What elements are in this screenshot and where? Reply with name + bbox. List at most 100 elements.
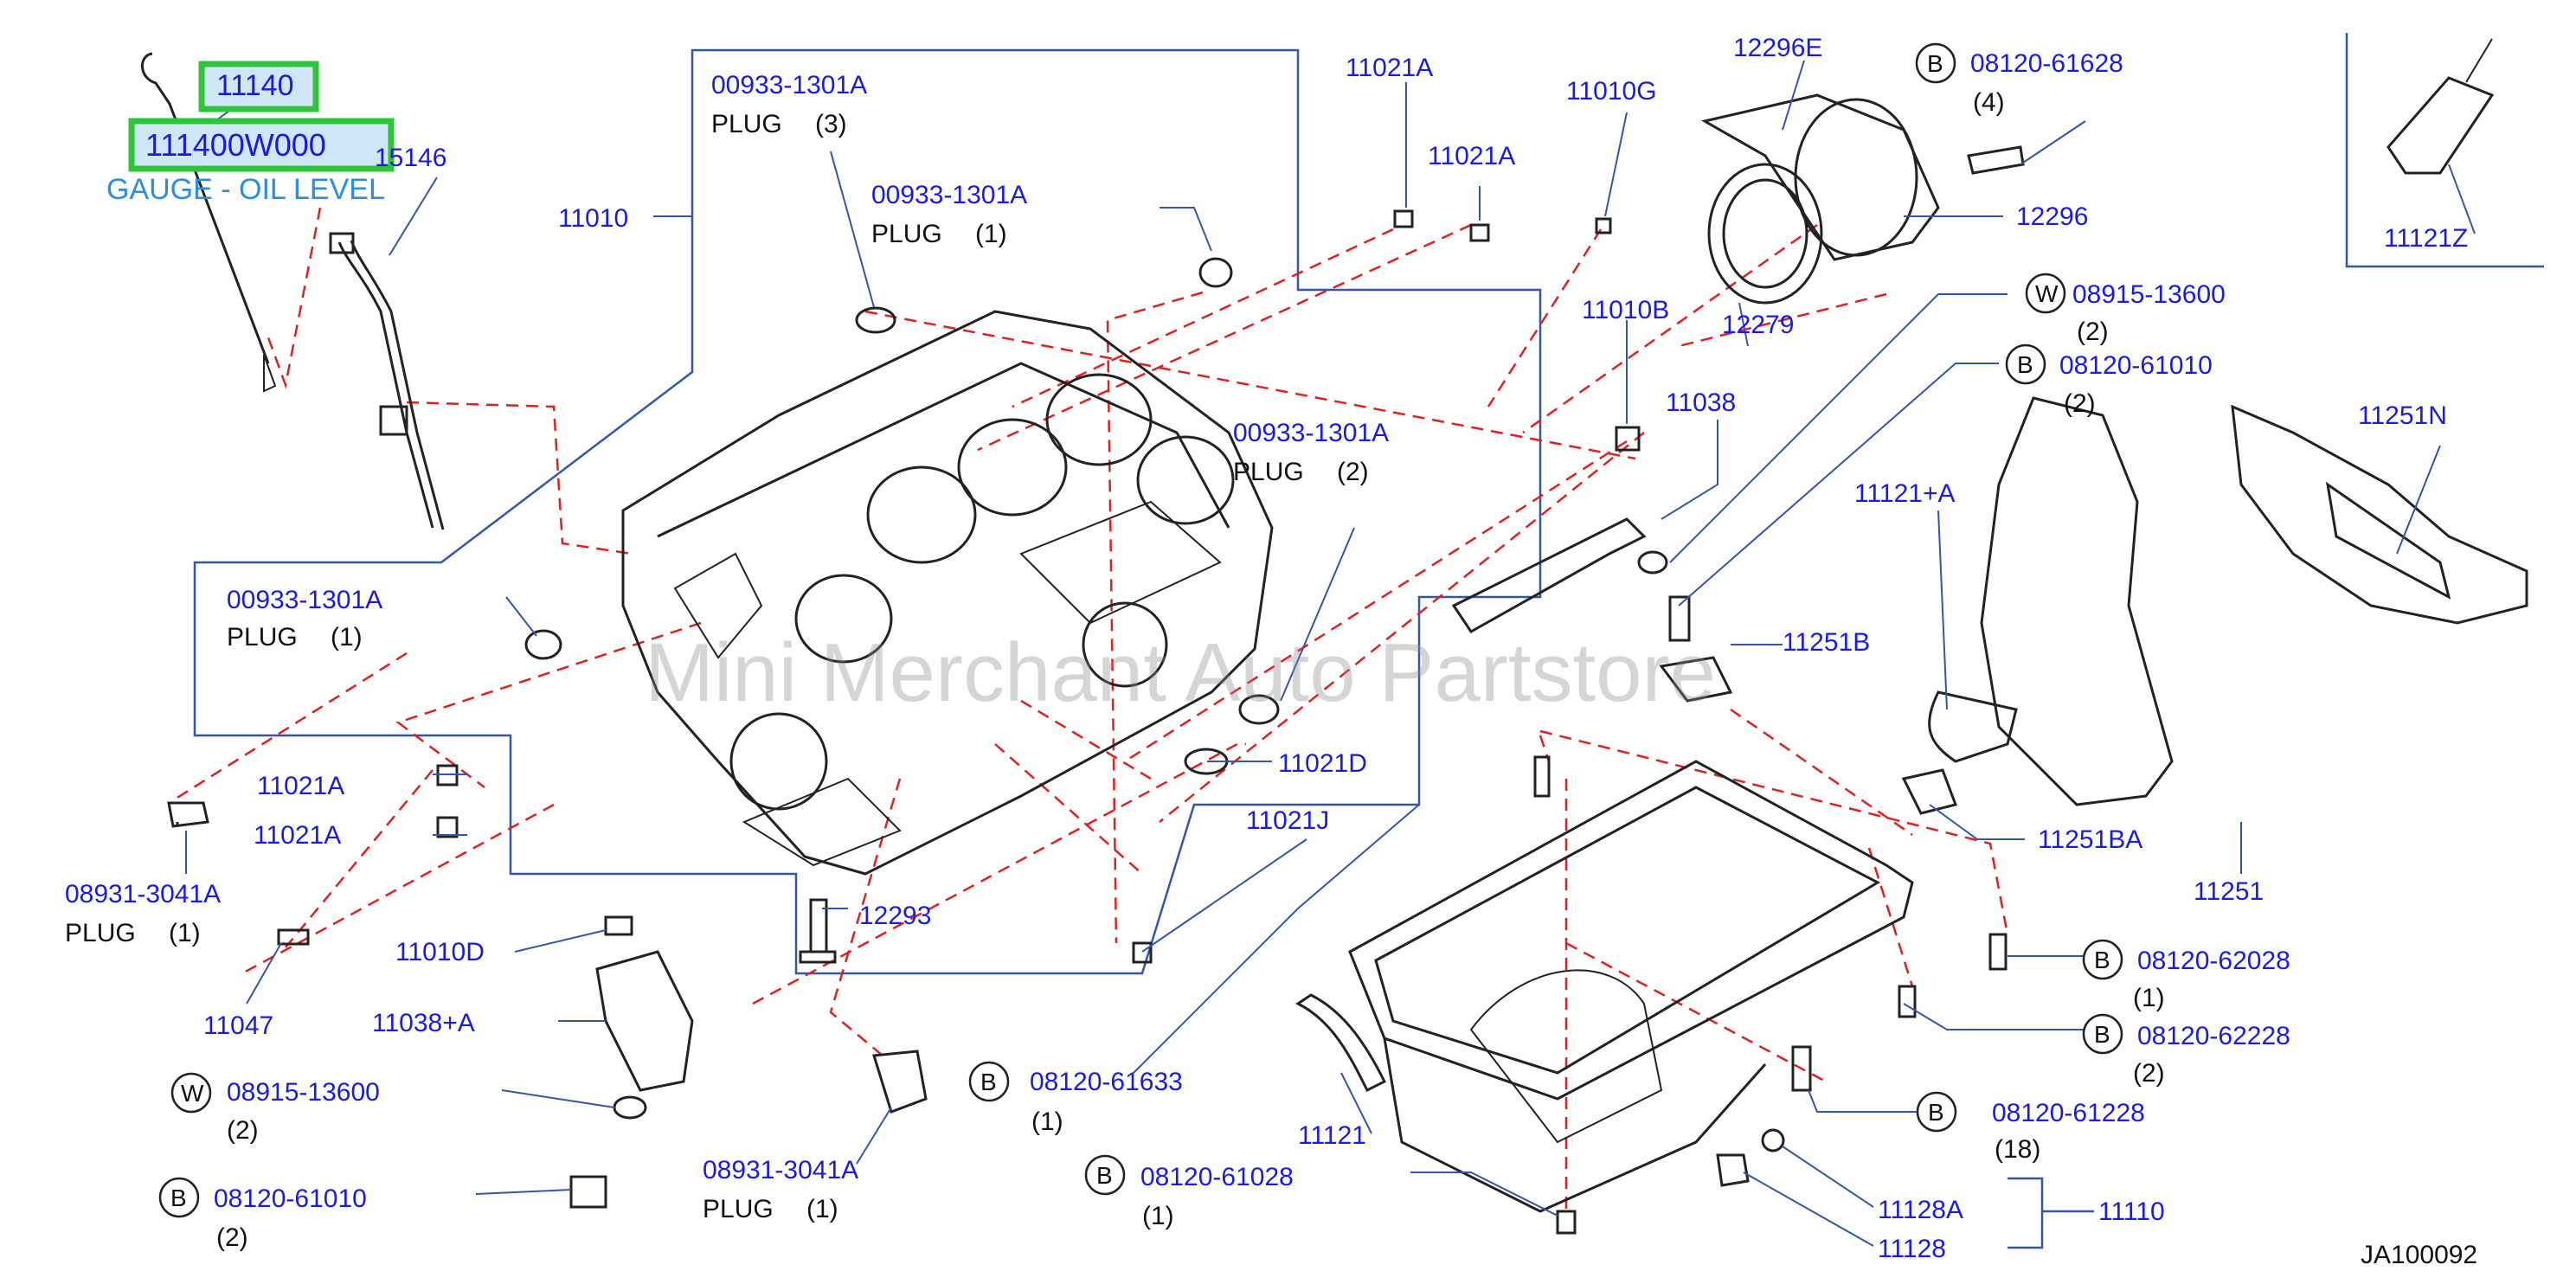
part-number-12293[interactable]: 12293 bbox=[859, 902, 931, 930]
plug-qty: (1) bbox=[975, 220, 1007, 248]
quantity-08915-bottom: (2) bbox=[227, 1116, 259, 1145]
part-number-12296e[interactable]: 12296E bbox=[1733, 34, 1822, 62]
part-number-11121[interactable]: 11121 bbox=[1298, 1121, 1366, 1150]
plug-label: PLUG bbox=[711, 110, 782, 138]
plug-qty: (1) bbox=[331, 623, 363, 652]
part-number-11010d[interactable]: 11010D bbox=[395, 938, 485, 966]
washer-letter: W bbox=[181, 1080, 204, 1107]
part-number-11251[interactable]: 11251 bbox=[2194, 877, 2264, 906]
part-number-08931-left[interactable]: 08931-3041A bbox=[65, 880, 221, 908]
quantity-61010-top: (2) bbox=[2064, 389, 2096, 418]
part-number-11047[interactable]: 11047 bbox=[203, 1011, 273, 1040]
part-number-11021d[interactable]: 11021D bbox=[1278, 749, 1367, 778]
quantity-62228: (2) bbox=[2133, 1059, 2165, 1088]
fastener-type-circles: B W B B B B B B W B bbox=[158, 42, 2123, 1218]
part-number-15146[interactable]: 15146 bbox=[375, 144, 446, 172]
part-number-11121-a[interactable]: 11121+A bbox=[1854, 479, 1956, 508]
bolt-circle-icon bbox=[2082, 939, 2123, 980]
plug-label: PLUG bbox=[871, 220, 942, 248]
part-number-12296[interactable]: 12296 bbox=[2016, 202, 2088, 231]
part-number-08120-61228[interactable]: 08120-61228 bbox=[1992, 1099, 2145, 1127]
part-number-08120-61628[interactable]: 08120-61628 bbox=[1970, 49, 2123, 78]
bolt-letter: B bbox=[2094, 947, 2110, 973]
plug-qty: (1) bbox=[806, 1195, 838, 1223]
part-number-08120-62028[interactable]: 08120-62028 bbox=[2137, 947, 2290, 975]
bolt-letter: B bbox=[170, 1184, 187, 1211]
oil-pan bbox=[1295, 760, 1914, 1213]
bolt-circle-icon bbox=[1916, 1091, 1957, 1133]
part-number-11121z[interactable]: 11121Z bbox=[2384, 224, 2468, 253]
part-number-11010[interactable]: 11010 bbox=[558, 204, 628, 233]
part-number-08120-61010-bottom[interactable]: 08120-61010 bbox=[214, 1184, 367, 1213]
seals-and-covers bbox=[1700, 93, 2528, 806]
bolt-circle-icon bbox=[1915, 42, 1956, 84]
bracket-11110 bbox=[2007, 1177, 2044, 1249]
washer-circle-icon bbox=[2025, 273, 2066, 314]
part-number-11140[interactable]: 11140 bbox=[216, 69, 294, 102]
bolt-letter: B bbox=[980, 1069, 997, 1095]
bolt-letter: B bbox=[1928, 1099, 1944, 1126]
bolt-letter: B bbox=[1927, 50, 1943, 77]
bolt-circle-icon bbox=[2005, 343, 2046, 385]
plug-label: PLUG bbox=[227, 623, 298, 652]
part-number-11128[interactable]: 11128 bbox=[1878, 1235, 1946, 1263]
quantity-08915-top: (2) bbox=[2077, 318, 2109, 346]
part-number-00933-left[interactable]: 00933-1301A bbox=[227, 586, 382, 614]
bolts bbox=[167, 145, 2025, 1235]
part-number-12279[interactable]: 12279 bbox=[1722, 311, 1794, 339]
leader-lines bbox=[185, 60, 2476, 1247]
quantity-61628: (4) bbox=[1973, 88, 2005, 117]
quantity-61010-bottom: (2) bbox=[216, 1223, 248, 1252]
part-number-11038[interactable]: 11038 bbox=[1666, 388, 1736, 417]
part-number-08915-bottom[interactable]: 08915-13600 bbox=[227, 1078, 380, 1107]
oil-level-gauge bbox=[141, 52, 445, 530]
part-number-08120-62228[interactable]: 08120-62228 bbox=[2137, 1022, 2290, 1050]
part-number-00933-top[interactable]: 00933-1301A bbox=[711, 71, 867, 100]
frame-11121Z bbox=[2345, 33, 2544, 268]
plug-qty: (1) bbox=[169, 919, 201, 947]
plug-label: PLUG bbox=[703, 1195, 774, 1223]
part-number-08120-61010-top[interactable]: 08120-61010 bbox=[2059, 351, 2213, 380]
bolt-letter: B bbox=[2094, 1021, 2110, 1048]
bolt-circle-icon bbox=[2082, 1013, 2123, 1055]
plug-qty: (2) bbox=[1337, 458, 1369, 486]
cylinder-block bbox=[621, 310, 1274, 876]
part-number-11251ba[interactable]: 11251BA bbox=[2038, 825, 2142, 854]
part-number-11251b[interactable]: 11251B bbox=[1783, 628, 1870, 657]
callout-labels: 11140 111400W000 GAUGE - OIL LEVEL 15146… bbox=[65, 34, 2477, 1269]
part-number-08120-61633[interactable]: 08120-61633 bbox=[1030, 1068, 1183, 1096]
part-number-111400w000[interactable]: 111400W000 bbox=[145, 127, 326, 163]
washer-letter: W bbox=[2035, 280, 2059, 307]
part-number-08915-top[interactable]: 08915-13600 bbox=[2072, 280, 2226, 309]
part-number-11021a-top1[interactable]: 11021A bbox=[1346, 54, 1433, 82]
part-number-11021a-left1[interactable]: 11021A bbox=[257, 772, 344, 800]
bolt-circle-icon bbox=[1084, 1154, 1126, 1196]
plug-qty: (3) bbox=[815, 110, 847, 138]
part-number-11021a-left2[interactable]: 11021A bbox=[254, 821, 341, 850]
plug-label: PLUG bbox=[1233, 458, 1304, 486]
watermark-text: Mini Merchant Auto Partstore bbox=[645, 626, 1716, 719]
quantity-61633: (1) bbox=[1031, 1107, 1063, 1136]
part-number-08120-61028[interactable]: 08120-61028 bbox=[1140, 1163, 1294, 1191]
plug-label: PLUG bbox=[65, 919, 136, 947]
part-number-11038-a[interactable]: 11038+A bbox=[372, 1009, 475, 1037]
part-number-11251n[interactable]: 11251N bbox=[2358, 401, 2447, 430]
highlight-box-111400w000 bbox=[128, 118, 395, 172]
part-name-oil-level-gauge: GAUGE - OIL LEVEL bbox=[106, 173, 385, 206]
bolt-letter: B bbox=[1096, 1162, 1113, 1189]
bolt-letter: B bbox=[2017, 351, 2033, 378]
part-number-11110[interactable]: 11110 bbox=[2098, 1197, 2165, 1226]
frame-11010 bbox=[193, 48, 1542, 975]
bolt-circle-icon bbox=[158, 1177, 200, 1218]
part-number-11021j[interactable]: 11021J bbox=[1246, 806, 1329, 835]
part-number-11128a[interactable]: 11128A bbox=[1878, 1196, 1963, 1224]
part-number-00933-right[interactable]: 00933-1301A bbox=[1233, 419, 1389, 447]
highlight-box-11140 bbox=[198, 61, 319, 112]
part-number-11010g[interactable]: 11010G bbox=[1566, 77, 1657, 106]
part-number-11021a-top2[interactable]: 11021A bbox=[1428, 142, 1515, 170]
part-number-00933-mid[interactable]: 00933-1301A bbox=[871, 181, 1027, 209]
part-number-11010b[interactable]: 11010B bbox=[1582, 296, 1669, 324]
part-number-08931-bottom[interactable]: 08931-3041A bbox=[703, 1156, 858, 1184]
